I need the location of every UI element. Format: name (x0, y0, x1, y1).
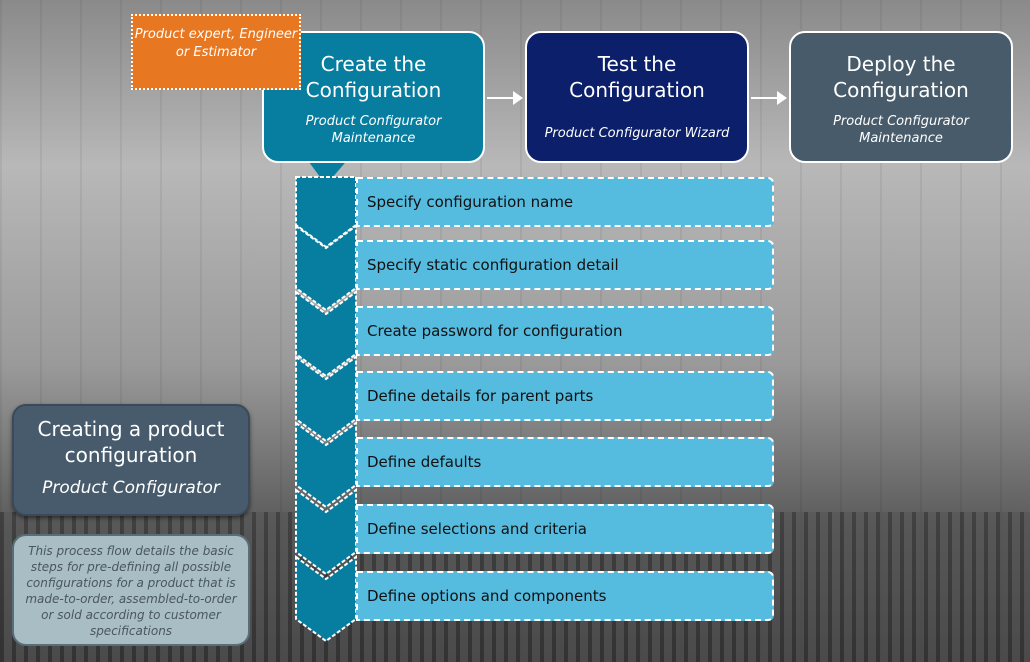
summary-subtitle: Product Configurator (42, 478, 220, 498)
stage-deploy: Deploy the Configuration Product Configu… (789, 31, 1013, 163)
role-callout: Product expert, Engineer or Estimator (131, 14, 301, 90)
chevron-step-6 (295, 488, 357, 576)
chevron-step-2 (295, 224, 357, 312)
stage-test: Test the Configuration Product Configura… (525, 31, 749, 163)
step-6: Define selections and criteria (356, 504, 774, 554)
chevron-step-3 (295, 290, 357, 378)
chevron-step-5 (295, 421, 357, 509)
step-4: Define details for parent parts (356, 371, 774, 421)
stage-subtitle: Product Configurator Maintenance (833, 114, 969, 146)
stage-create: Create the Configuration Product Configu… (262, 31, 485, 163)
step-5: Define defaults (356, 437, 774, 487)
stage-title: Create the Configuration (305, 52, 442, 102)
step-2: Specify static configuration detail (356, 240, 774, 290)
summary-description: This process flow details the basic step… (12, 534, 250, 646)
step-1: Specify configuration name (356, 177, 774, 227)
chevron-step-4 (295, 355, 357, 443)
arrow-icon (751, 91, 787, 105)
stage-subtitle: Product Configurator Wizard (544, 126, 730, 141)
stage-title: Test the Configuration (569, 52, 705, 102)
summary-title-box: Creating a product configuration Product… (12, 404, 250, 516)
step-7: Define options and components (356, 571, 774, 621)
stage-title: Deploy the Configuration (833, 52, 969, 102)
arrow-icon (487, 91, 523, 105)
chevron-step-7 (295, 555, 357, 643)
stage-subtitle: Product Configurator Maintenance (305, 114, 442, 146)
step-3: Create password for configuration (356, 306, 774, 356)
summary-title: Creating a product configuration (37, 417, 225, 467)
